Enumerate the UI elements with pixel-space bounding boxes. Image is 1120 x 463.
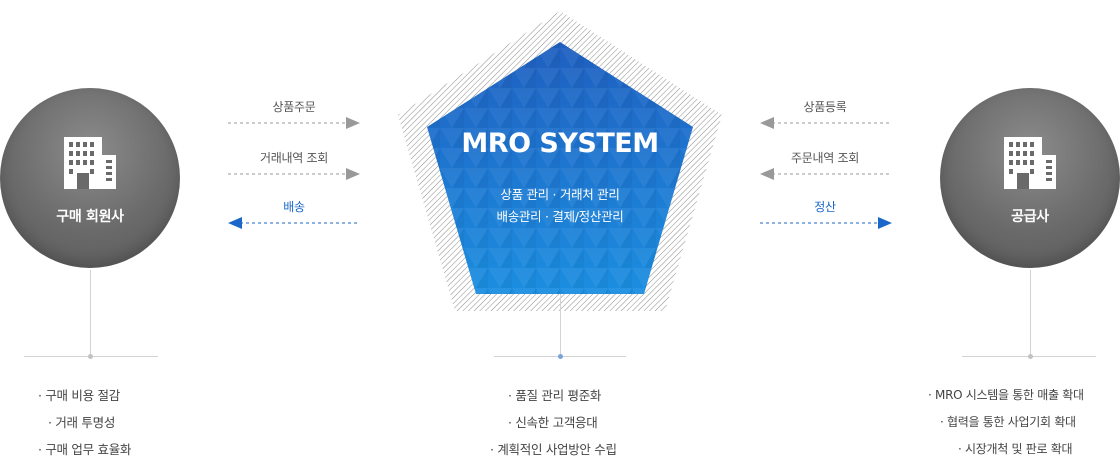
- arrow-left-icon: [760, 117, 892, 129]
- list-item: · 구매 비용 절감: [38, 388, 120, 403]
- arrow-label-history: 거래내역 조회: [260, 151, 328, 165]
- mro-pentagon: [398, 11, 722, 311]
- building-icon: [64, 137, 116, 189]
- buyer-label: 구매 회원사: [56, 209, 124, 225]
- supplier-dot: [1028, 354, 1033, 359]
- mro-subtitle-1: 상품 관리 · 거래처 관리: [500, 187, 620, 202]
- list-item: · MRO 시스템을 통한 매출 확대: [928, 388, 1084, 402]
- list-item: · 구매 업무 효율화: [38, 442, 132, 457]
- arrow-label-settlement: 정산: [814, 200, 836, 214]
- arrow-right-icon: [760, 217, 892, 229]
- center-benefits: · 품질 관리 평준화 · 신속한 고객응대 · 계획적인 사업방안 수립: [490, 382, 617, 463]
- center-connector: [560, 294, 561, 354]
- arrow-right-icon: [228, 168, 360, 180]
- arrow-label-order: 상품주문: [272, 100, 316, 114]
- building-icon: [1004, 137, 1056, 189]
- buyer-circle: 구매 회원사: [0, 88, 180, 268]
- list-item: · 계획적인 사업방안 수립: [490, 442, 617, 457]
- supplier-label: 공급사: [1011, 209, 1049, 225]
- arrow-left-icon: [760, 168, 892, 180]
- center-dot: [558, 354, 563, 359]
- arrow-left-icon: [228, 217, 360, 229]
- arrow-right-icon: [228, 117, 360, 129]
- list-item: · 시장개척 및 판로 확대: [958, 442, 1073, 456]
- supplier-benefits: · MRO 시스템을 통한 매출 확대 · 협력을 통한 사업기회 확대 · 시…: [928, 382, 1084, 463]
- list-item: · 품질 관리 평준화: [508, 388, 602, 403]
- mro-subtitle-2: 배송관리 · 결제/정산관리: [496, 209, 624, 224]
- arrow-label-register: 상품등록: [803, 100, 847, 114]
- arrow-label-delivery: 배송: [283, 200, 305, 214]
- buyer-benefits: · 구매 비용 절감 · 거래 투명성 · 구매 업무 효율화: [38, 382, 131, 463]
- buyer-dot: [88, 354, 93, 359]
- mro-title: MRO SYSTEM: [461, 128, 659, 159]
- list-item: · 거래 투명성: [48, 415, 116, 430]
- buyer-connector: [90, 270, 91, 354]
- list-item: · 협력을 통한 사업기회 확대: [940, 415, 1076, 429]
- arrow-label-order-history: 주문내역 조회: [791, 151, 859, 165]
- list-item: · 신속한 고객응대: [508, 415, 598, 430]
- supplier-connector: [1030, 270, 1031, 354]
- supplier-circle: 공급사: [940, 88, 1120, 268]
